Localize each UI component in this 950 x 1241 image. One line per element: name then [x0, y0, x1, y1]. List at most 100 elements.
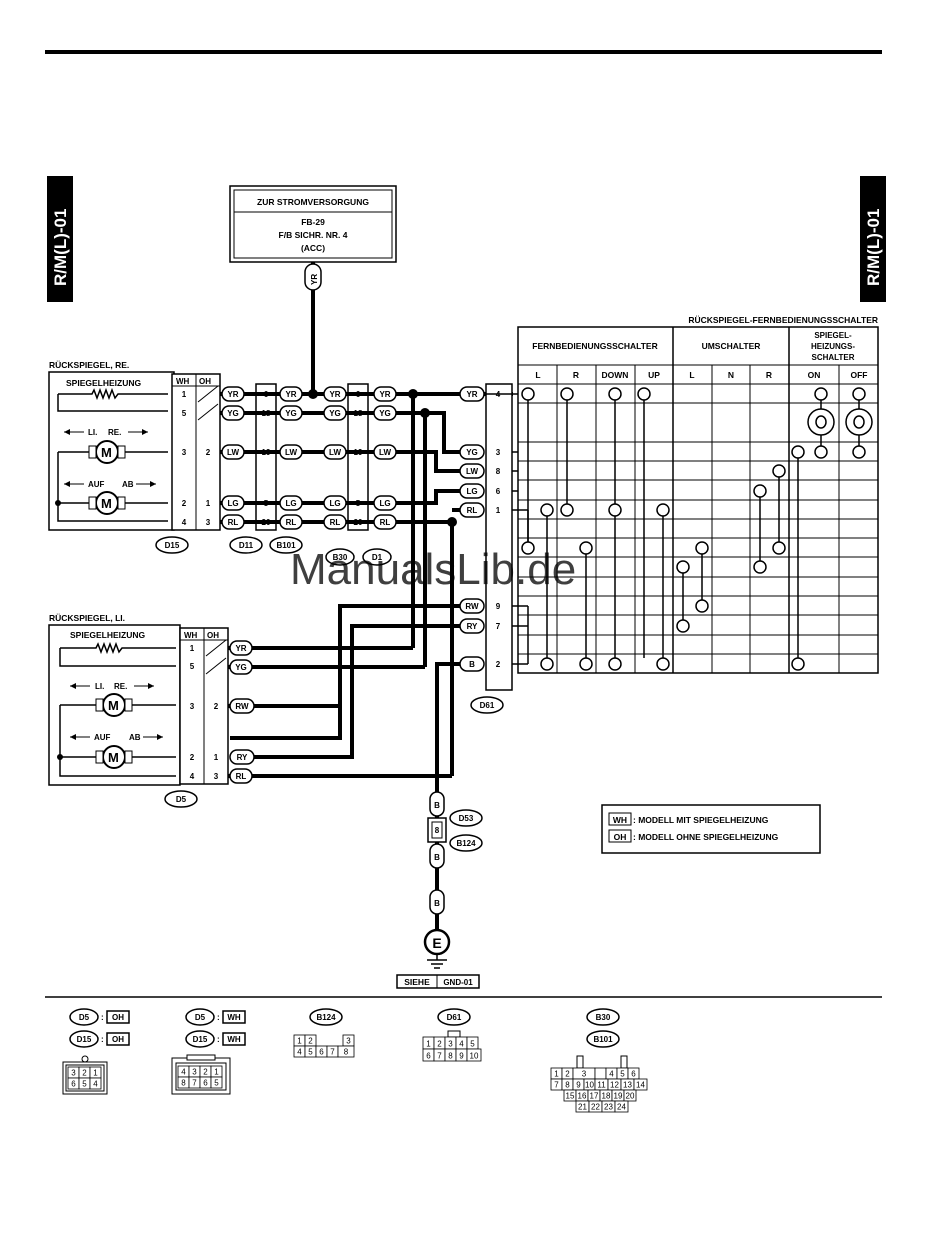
svg-text:18: 18 — [262, 409, 271, 418]
svg-text:3: 3 — [190, 702, 195, 711]
svg-text:B124: B124 — [456, 839, 476, 848]
svg-text:YR: YR — [379, 390, 390, 399]
svg-text:B101: B101 — [276, 541, 296, 550]
svg-text:20: 20 — [626, 1092, 635, 1101]
svg-text:22: 22 — [591, 1103, 600, 1112]
pin-cell: 5 — [466, 1036, 479, 1050]
svg-text:B30: B30 — [596, 1013, 611, 1022]
pin-cell: 3 — [188, 1065, 201, 1078]
svg-text:R: R — [573, 370, 579, 380]
pin-cell: 1 — [89, 1066, 102, 1079]
power-title: ZUR STROMVERSORGUNG — [257, 197, 369, 207]
svg-text:3: 3 — [71, 1069, 76, 1078]
power-acc: (ACC) — [301, 243, 325, 253]
watermark: ManualsLib.de — [290, 545, 576, 594]
svg-text:D5: D5 — [79, 1013, 90, 1022]
svg-text:SCHALTER: SCHALTER — [812, 353, 855, 362]
svg-text:2: 2 — [82, 1069, 87, 1078]
svg-text:LG: LG — [227, 499, 238, 508]
svg-text:UMSCHALTER: UMSCHALTER — [702, 341, 761, 351]
svg-text:M: M — [108, 698, 119, 713]
svg-text:N: N — [728, 370, 734, 380]
svg-text:1: 1 — [426, 1040, 431, 1049]
svg-text:2: 2 — [203, 1068, 208, 1077]
svg-text:RE.: RE. — [108, 428, 121, 437]
pin-cell: 7 — [433, 1048, 446, 1062]
pin-cell: 4 — [293, 1045, 306, 1058]
pin-cell: 24 — [614, 1100, 629, 1113]
svg-text:5: 5 — [82, 1080, 87, 1089]
svg-text:RL: RL — [330, 518, 341, 527]
svg-text:6: 6 — [426, 1052, 431, 1061]
svg-text:5: 5 — [620, 1070, 625, 1079]
svg-text:7: 7 — [192, 1079, 197, 1088]
svg-text:5: 5 — [308, 1048, 313, 1057]
svg-text:B124: B124 — [316, 1013, 336, 1022]
svg-text:RY: RY — [467, 622, 478, 631]
legend: WH : MODELL MIT SPIEGELHEIZUNG OH : MODE… — [601, 804, 821, 854]
svg-text:LW: LW — [466, 467, 478, 476]
svg-text:5: 5 — [264, 499, 269, 508]
svg-text:21: 21 — [578, 1103, 587, 1112]
svg-text:LG: LG — [466, 487, 477, 496]
power-fuse-ref: FB-29 — [301, 217, 325, 227]
pin-cell: 8 — [444, 1048, 457, 1062]
svg-text:6: 6 — [203, 1079, 208, 1088]
pin-cell: 17 — [587, 1089, 601, 1102]
connector-d61: D61 — [470, 383, 513, 714]
pin-cell: 23 — [601, 1100, 616, 1113]
svg-text:HEIZUNGS-: HEIZUNGS- — [811, 342, 855, 351]
pin-cell: 6 — [199, 1076, 212, 1089]
wire-tag-power: YR — [304, 263, 322, 291]
svg-text:8: 8 — [344, 1048, 349, 1057]
svg-text:4: 4 — [182, 518, 187, 527]
switch-table: RÜCKSPIEGEL-FERNBEDIENUNGSSCHALTER FERNB… — [512, 315, 879, 674]
pin-cell — [594, 1067, 607, 1080]
pin-cell: 2 — [78, 1066, 91, 1079]
svg-text:E: E — [432, 935, 441, 951]
svg-text:UP: UP — [648, 370, 660, 380]
ground: B 8 B B D53 B124 E SIEHE GND-01 — [396, 790, 483, 989]
svg-text:AB: AB — [122, 480, 134, 489]
svg-text:L: L — [535, 370, 540, 380]
svg-text:YR: YR — [310, 274, 319, 285]
pin-cell: 1 — [550, 1067, 563, 1080]
page-tab-right: R/M(L)-01 — [860, 176, 886, 302]
svg-text:B: B — [434, 899, 440, 908]
svg-text:1: 1 — [496, 506, 501, 515]
pin-cell: 9 — [455, 1048, 468, 1062]
pin-cell: 5 — [616, 1067, 629, 1080]
connector-d5: WH OH 1 5 3 2 2 1 4 3 D5 — [164, 627, 229, 808]
svg-text:8: 8 — [448, 1052, 453, 1061]
svg-text:5: 5 — [470, 1040, 475, 1049]
svg-text:D15: D15 — [165, 541, 180, 550]
pin-cell: 2 — [561, 1067, 574, 1080]
svg-text:YG: YG — [329, 409, 341, 418]
mirror-left-heater-label: SPIEGELHEIZUNG — [70, 630, 145, 640]
svg-text:3: 3 — [582, 1070, 587, 1079]
pin-cell: 19 — [611, 1089, 625, 1102]
svg-text:1: 1 — [190, 644, 195, 653]
svg-text:YR: YR — [466, 390, 477, 399]
pin-cell: 11 — [594, 1078, 609, 1091]
svg-text:RL: RL — [236, 772, 247, 781]
svg-text:AB: AB — [129, 733, 141, 742]
wires-left: YR YG RW RY RL — [228, 640, 452, 784]
pin-cell: 22 — [588, 1100, 603, 1113]
svg-text:D61: D61 — [447, 1013, 462, 1022]
svg-text::: : — [217, 1035, 220, 1044]
svg-text:8: 8 — [496, 467, 501, 476]
svg-text:WH: WH — [176, 377, 190, 386]
svg-text:17: 17 — [590, 1092, 599, 1101]
pin-cell: 1 — [210, 1065, 223, 1078]
svg-text:RL: RL — [380, 518, 391, 527]
pin-cell: 8 — [337, 1045, 355, 1058]
svg-text:15: 15 — [566, 1092, 575, 1101]
svg-text:2: 2 — [437, 1040, 442, 1049]
svg-text:19: 19 — [262, 448, 271, 457]
svg-text:YR: YR — [285, 390, 296, 399]
svg-text:2: 2 — [496, 660, 501, 669]
connector-view-3: B124 — [309, 1008, 343, 1026]
pin-cell: 4 — [89, 1077, 102, 1090]
svg-text:10: 10 — [585, 1081, 594, 1090]
